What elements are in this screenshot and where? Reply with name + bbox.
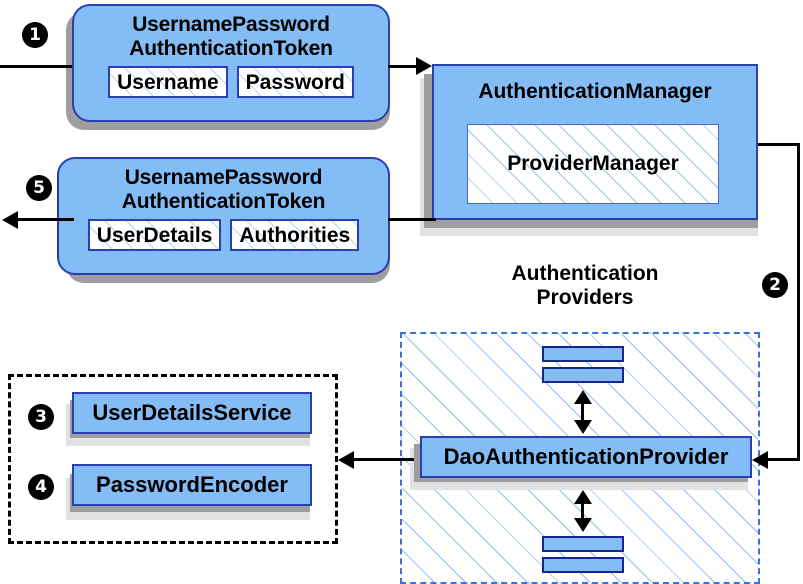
provider-bar-top-2 xyxy=(542,367,624,383)
provider-bar-bottom-1 xyxy=(542,536,624,552)
step-badge-5: 5 xyxy=(26,175,52,201)
provider-link-bottom-arrow-down xyxy=(574,518,592,532)
userdetailsservice-label: UserDetailsService xyxy=(92,400,292,425)
provider-bar-bottom-2 xyxy=(542,557,624,573)
step-badge-2: 2 xyxy=(762,272,788,298)
authentication-providers-caption: Authentication Providers xyxy=(460,262,710,310)
dao-authentication-provider-box: DaoAuthenticationProvider xyxy=(420,436,752,478)
provider-link-top-arrow-up xyxy=(574,390,592,404)
passwordencoder-box: PasswordEncoder xyxy=(72,464,312,506)
provider-manager-label: ProviderManager xyxy=(507,152,679,175)
authentication-providers-caption-line1: Authentication xyxy=(511,262,659,285)
response-token-title-line2: AuthenticationToken xyxy=(121,189,326,213)
manager-to-provider-line-bottom xyxy=(765,458,800,461)
provider-to-beans-line xyxy=(352,458,414,461)
response-token-fields: UserDetails Authorities xyxy=(87,219,360,252)
provider-link-top-line xyxy=(581,398,584,426)
field-password: Password xyxy=(236,66,354,99)
manager-to-provider-line-top xyxy=(758,143,800,146)
request-token-box: UsernamePassword AuthenticationToken Use… xyxy=(72,4,390,122)
inbound-request-line xyxy=(0,65,72,68)
provider-link-bottom-arrow-up xyxy=(574,490,592,504)
passwordencoder-label: PasswordEncoder xyxy=(96,472,288,497)
field-username: Username xyxy=(108,66,228,99)
response-token-box: UsernamePassword AuthenticationToken Use… xyxy=(57,157,390,275)
provider-link-top-arrow-down xyxy=(574,420,592,434)
dao-authentication-provider-label: DaoAuthenticationProvider xyxy=(443,444,729,469)
token-to-manager-arrowhead xyxy=(416,57,432,75)
response-outbound-line xyxy=(18,218,74,221)
response-token-title-line1: UsernamePassword xyxy=(124,166,323,189)
manager-to-provider-arrowhead xyxy=(752,451,768,469)
provider-link-bottom-line xyxy=(581,498,584,524)
manager-to-response-token-line xyxy=(388,218,436,221)
request-token-title: UsernamePassword AuthenticationToken xyxy=(129,13,333,60)
token-to-manager-line xyxy=(388,65,420,68)
provider-to-beans-arrowhead xyxy=(338,451,354,469)
provider-bar-top-1 xyxy=(542,346,624,362)
field-userdetails: UserDetails xyxy=(87,219,222,252)
request-token-title-line2: AuthenticationToken xyxy=(129,36,333,60)
authentication-providers-caption-line2: Providers xyxy=(536,286,634,310)
provider-manager-box: ProviderManager xyxy=(467,124,719,204)
step-badge-3: 3 xyxy=(28,404,54,430)
userdetailsservice-box: UserDetailsService xyxy=(72,392,312,434)
manager-to-provider-line-vertical xyxy=(797,143,800,461)
response-outbound-arrowhead xyxy=(2,211,18,229)
field-authorities: Authorities xyxy=(230,219,360,252)
request-token-title-line1: UsernamePassword xyxy=(132,13,330,36)
response-token-title: UsernamePassword AuthenticationToken xyxy=(121,166,326,213)
step-badge-4: 4 xyxy=(28,474,54,500)
request-token-fields: Username Password xyxy=(108,66,354,99)
step-badge-1: 1 xyxy=(22,22,48,48)
authentication-manager-title: AuthenticationManager xyxy=(478,80,712,103)
